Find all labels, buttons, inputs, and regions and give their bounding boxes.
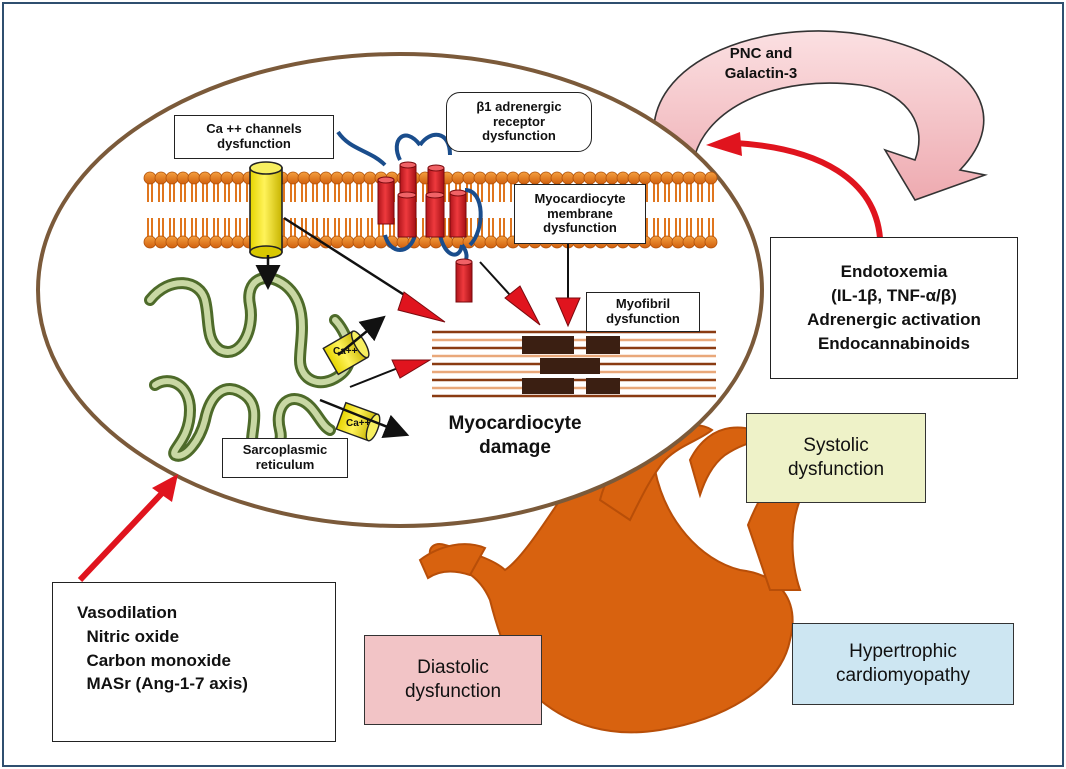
pnc-galactin-label: PNC and Galactin-3 xyxy=(696,44,826,83)
vasodilation-line-3: Carbon monoxide xyxy=(77,650,231,670)
hypertrophic-line-1: Hypertrophic xyxy=(849,641,957,663)
diastolic-line-2: dysfunction xyxy=(404,681,502,702)
sarcoplasmic-line-1: Sarcoplasmic xyxy=(242,442,328,458)
endotoxemia-line-2: (IL-1β, TNF-α/β) xyxy=(831,286,957,306)
membrane-line-1: Myocardiocyte xyxy=(534,190,626,206)
sarcoplasmic-line-2: reticulum xyxy=(255,457,315,472)
ca-channels-line-1: Ca ++ channels xyxy=(206,121,302,137)
black-arrows xyxy=(255,255,410,439)
damage-line-2: damage xyxy=(479,436,551,458)
myocardiocyte-cell xyxy=(36,52,764,528)
beta1-line-2: receptor xyxy=(492,113,546,129)
beta1-line-3: dysfunction xyxy=(482,128,556,144)
vasodilation-box: Vasodilation Nitric oxide Carbon monoxid… xyxy=(52,582,336,742)
endotoxemia-line-3: Adrenergic activation xyxy=(807,310,981,329)
beta1-receptor-loops xyxy=(336,130,483,266)
systolic-line-1: Systolic xyxy=(803,435,869,457)
endotoxemia-line-1: Endotoxemia xyxy=(840,262,948,282)
vasodilation-line-4: MASr (Ang-1-7 axis) xyxy=(77,674,248,694)
pnc-line-1: PNC and xyxy=(729,45,793,62)
myofibril-bands xyxy=(432,330,716,398)
ca-pump-lower xyxy=(335,401,381,442)
myocardiocyte-damage-label: Myocardiocyte damage xyxy=(425,412,605,460)
membrane-line-3: dysfunction xyxy=(543,220,617,236)
ca-symbol-lower: Ca++ xyxy=(346,418,371,429)
damage-line-1: Myocardiocyte xyxy=(448,413,582,434)
endotoxemia-line-4: Endocannabinoids xyxy=(817,333,971,353)
red-arrows xyxy=(77,132,883,583)
beta1-receptor-cylinders xyxy=(377,161,473,303)
systolic-line-2: dysfunction xyxy=(787,459,885,480)
endotoxemia-box: Endotoxemia (IL-1β, TNF-α/β) Adrenergic ac… xyxy=(770,237,1018,379)
vasodilation-line-2: Nitric oxide xyxy=(77,626,180,646)
myofibril-line-1: Myofibril xyxy=(615,296,671,312)
ca-channel-cylinder xyxy=(249,161,283,259)
beta1-line-1: β1 adrenergic xyxy=(476,98,562,114)
diastolic-line-1: Diastolic xyxy=(417,657,489,679)
pnc-curved-arrow xyxy=(653,30,988,201)
vasodilation-line-1: Vasodilation xyxy=(77,603,178,622)
myofibril-line-2: dysfunction xyxy=(606,311,680,326)
membrane-line-2: membrane xyxy=(547,205,613,221)
ca-pump-upper xyxy=(322,330,370,376)
hypertrophic-line-2: cardiomyopathy xyxy=(835,665,971,686)
ca-symbol-upper: Ca++ xyxy=(333,346,358,357)
pnc-line-2: Galactin-3 xyxy=(724,64,798,82)
ca-channels-line-2: dysfunction xyxy=(217,136,291,151)
